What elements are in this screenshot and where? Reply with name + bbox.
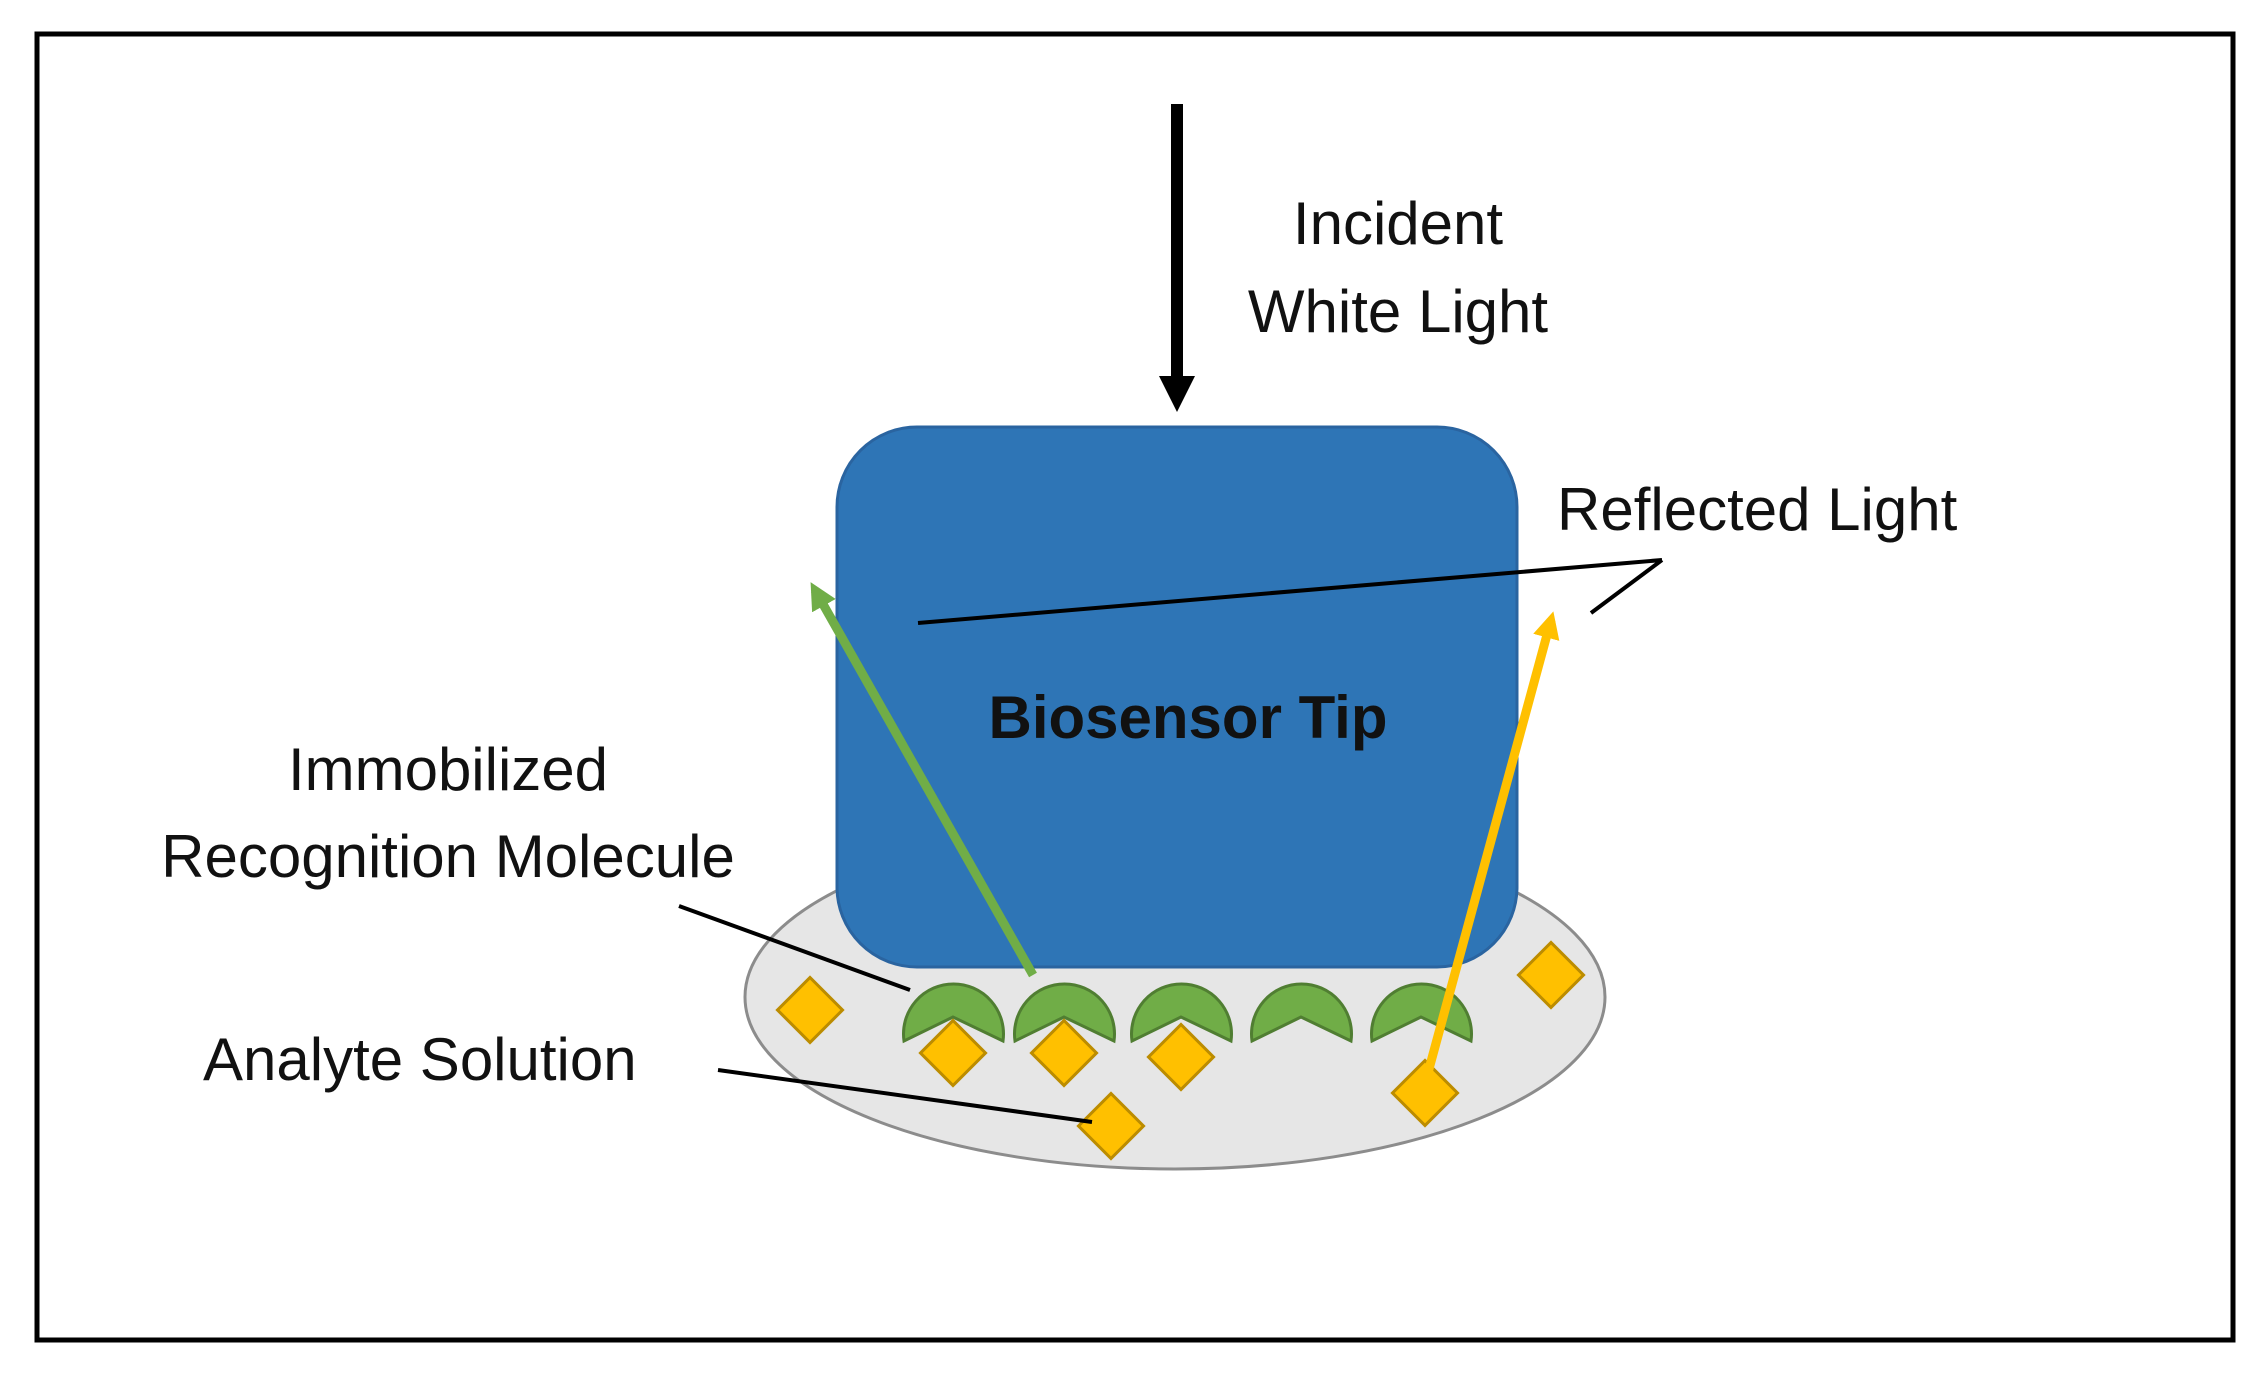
- reflected-light-label: Reflected Light: [1557, 476, 1958, 543]
- reflected-callout-line: [1589, 558, 1664, 615]
- biosensor-tip-label: Biosensor Tip: [989, 684, 1388, 751]
- green-reflected-arrow: [810, 582, 1037, 978]
- analyte-solution-label: Analyte Solution: [203, 1026, 637, 1093]
- diamond-analyte-icon: [1516, 940, 1586, 1010]
- incident-label-line2: White Light: [1248, 278, 1548, 345]
- analyte-molecules: [775, 940, 1586, 1161]
- diamond-analyte-icon: [1146, 1022, 1216, 1092]
- pacman-receptor-icon: [1250, 982, 1353, 1044]
- reflected-callout-line: [917, 558, 1663, 625]
- diamond-analyte-icon: [1076, 1091, 1146, 1161]
- immobilized-callout-line: [678, 904, 911, 992]
- pacman-receptor-icon: [1013, 982, 1116, 1044]
- analyte-callout-line: [717, 1068, 1093, 1124]
- immobilized-label-line1: Immobilized: [288, 736, 608, 803]
- diamond-analyte-icon: [775, 975, 845, 1045]
- diamond-analyte-icon: [918, 1018, 988, 1088]
- pacman-receptor-icon: [1130, 982, 1233, 1044]
- diamond-analyte-icon: [1390, 1058, 1460, 1128]
- immobilized-label-line2: Recognition Molecule: [161, 823, 735, 890]
- diamond-analyte-icon: [1029, 1018, 1099, 1088]
- yellow-reflected-arrow: [1421, 611, 1560, 1082]
- biosensor-tip: [835, 425, 1519, 969]
- pacman-receptor-icon: [902, 982, 1005, 1044]
- callout-lines: [678, 558, 1664, 1124]
- incident-label-line1: Incident: [1293, 190, 1503, 257]
